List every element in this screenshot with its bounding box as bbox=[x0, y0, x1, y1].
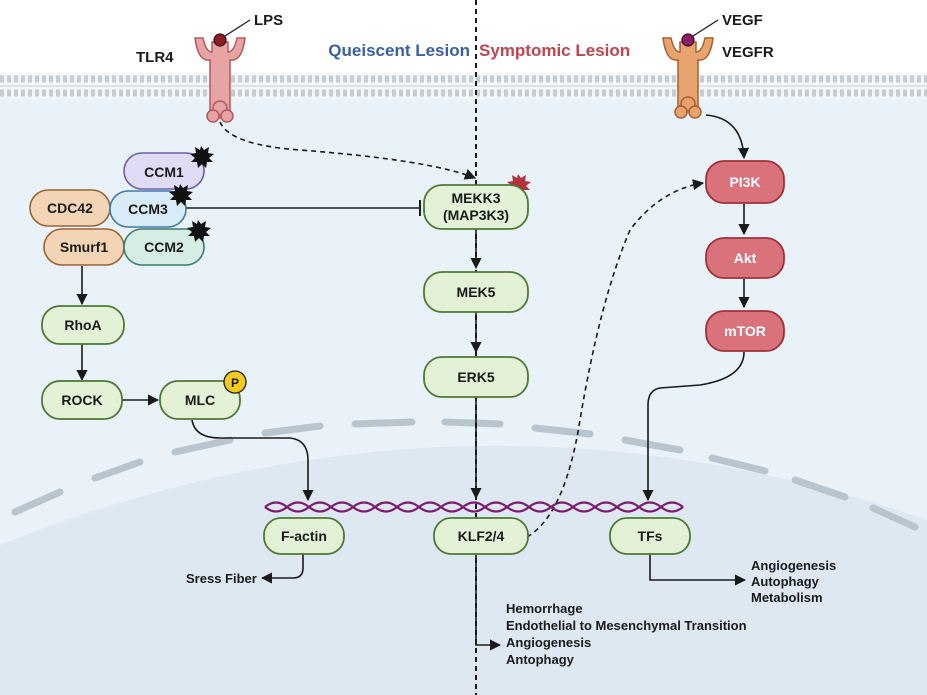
tlr4-label: TLR4 bbox=[136, 49, 174, 66]
mtor-node bbox=[705, 310, 785, 352]
tfs-outcome-2: Autophagy bbox=[751, 574, 820, 589]
tfs-to-outcomes-arrow bbox=[649, 552, 747, 586]
pi3k-node bbox=[705, 160, 785, 204]
vegf-label: VEGF bbox=[722, 12, 763, 29]
erk5-label: ERK5 bbox=[457, 369, 495, 385]
phosphate-badge bbox=[223, 370, 247, 394]
mek5-node bbox=[423, 271, 529, 313]
rock-label: ROCK bbox=[61, 392, 102, 408]
dna-helix bbox=[264, 501, 684, 513]
mutation-star-ccm2 bbox=[187, 220, 211, 242]
lps-pointer bbox=[224, 19, 251, 37]
stress-fiber-label: Sress Fiber bbox=[186, 571, 257, 586]
smurf1-label: Smurf1 bbox=[60, 239, 108, 255]
klf-to-pi3k-arrow bbox=[526, 179, 705, 538]
tfs-outcome-3: Metabolism bbox=[751, 590, 823, 605]
pathway-arrows bbox=[76, 114, 750, 651]
klf-outcome-4: Antophagy bbox=[506, 652, 575, 667]
mutation-markers bbox=[169, 146, 214, 242]
vegfr-to-pi3k-arrow bbox=[705, 114, 750, 160]
tlr4-to-mekk3-arrow bbox=[219, 121, 477, 180]
vegfr-label: VEGFR bbox=[722, 44, 774, 61]
vegfr-receptor bbox=[662, 37, 714, 119]
vegf-molecule bbox=[681, 33, 695, 47]
factin-to-stress-arrow bbox=[260, 554, 304, 584]
klf-to-outcomes-arrow bbox=[475, 555, 502, 651]
mlc-node bbox=[159, 380, 241, 420]
tfs-label: TFs bbox=[638, 528, 663, 544]
quiescent-lesion-title: Queiscent Lesion bbox=[328, 41, 470, 60]
mlc-to-factin-arrow bbox=[191, 419, 314, 502]
akt-node bbox=[705, 237, 785, 279]
nucleus bbox=[0, 445, 927, 695]
klf-outcome-1: Hemorrhage bbox=[506, 601, 583, 616]
mek5-label: MEK5 bbox=[457, 284, 496, 300]
rhoa-node bbox=[41, 305, 125, 345]
rhoa-label: RhoA bbox=[64, 317, 101, 333]
mutation-star-ccm1 bbox=[190, 146, 214, 168]
rock-node bbox=[41, 380, 123, 420]
ccm3-label: CCM3 bbox=[128, 201, 168, 217]
cell-membrane bbox=[0, 73, 927, 99]
nuclear-envelope bbox=[11, 418, 919, 531]
mekk3-node bbox=[423, 184, 529, 230]
mekk3-label: MEKK3 bbox=[451, 190, 500, 206]
lps-molecule bbox=[213, 33, 227, 47]
cdc42-label: CDC42 bbox=[47, 200, 93, 216]
phosphate-label: P bbox=[231, 376, 239, 390]
lps-label: LPS bbox=[254, 12, 283, 29]
klf-node bbox=[433, 517, 529, 555]
factin-node bbox=[263, 517, 345, 555]
ccm2-label: CCM2 bbox=[144, 239, 184, 255]
klf-outcome-3: Angiogenesis bbox=[506, 635, 591, 650]
vegf-pointer bbox=[692, 19, 719, 37]
klf-label: KLF2/4 bbox=[458, 528, 505, 544]
klf-outcome-2: Endothelial to Mesenchymal Transition bbox=[506, 618, 747, 633]
tlr4-receptor bbox=[194, 37, 246, 123]
erk5-node bbox=[423, 356, 529, 398]
symptomatic-lesion-title: Symptomic Lesion bbox=[479, 41, 630, 60]
mtor-label: mTOR bbox=[724, 323, 766, 339]
ccm2-node bbox=[123, 228, 205, 266]
mtor-to-tfs-arrow bbox=[642, 351, 745, 502]
mutation-star-mekk3 bbox=[507, 174, 531, 196]
tfs-node bbox=[609, 517, 691, 555]
ccm1-label: CCM1 bbox=[144, 164, 184, 180]
factin-label: F-actin bbox=[281, 528, 327, 544]
ccm3-node bbox=[109, 190, 187, 228]
mlc-label: MLC bbox=[185, 392, 215, 408]
mekk3-alias-label: (MAP3K3) bbox=[443, 207, 509, 223]
tfs-outcome-1: Angiogenesis bbox=[751, 558, 836, 573]
ccm1-node bbox=[123, 152, 205, 190]
mutation-star-ccm3 bbox=[169, 184, 193, 206]
akt-label: Akt bbox=[734, 250, 757, 266]
pi3k-label: PI3K bbox=[729, 174, 760, 190]
